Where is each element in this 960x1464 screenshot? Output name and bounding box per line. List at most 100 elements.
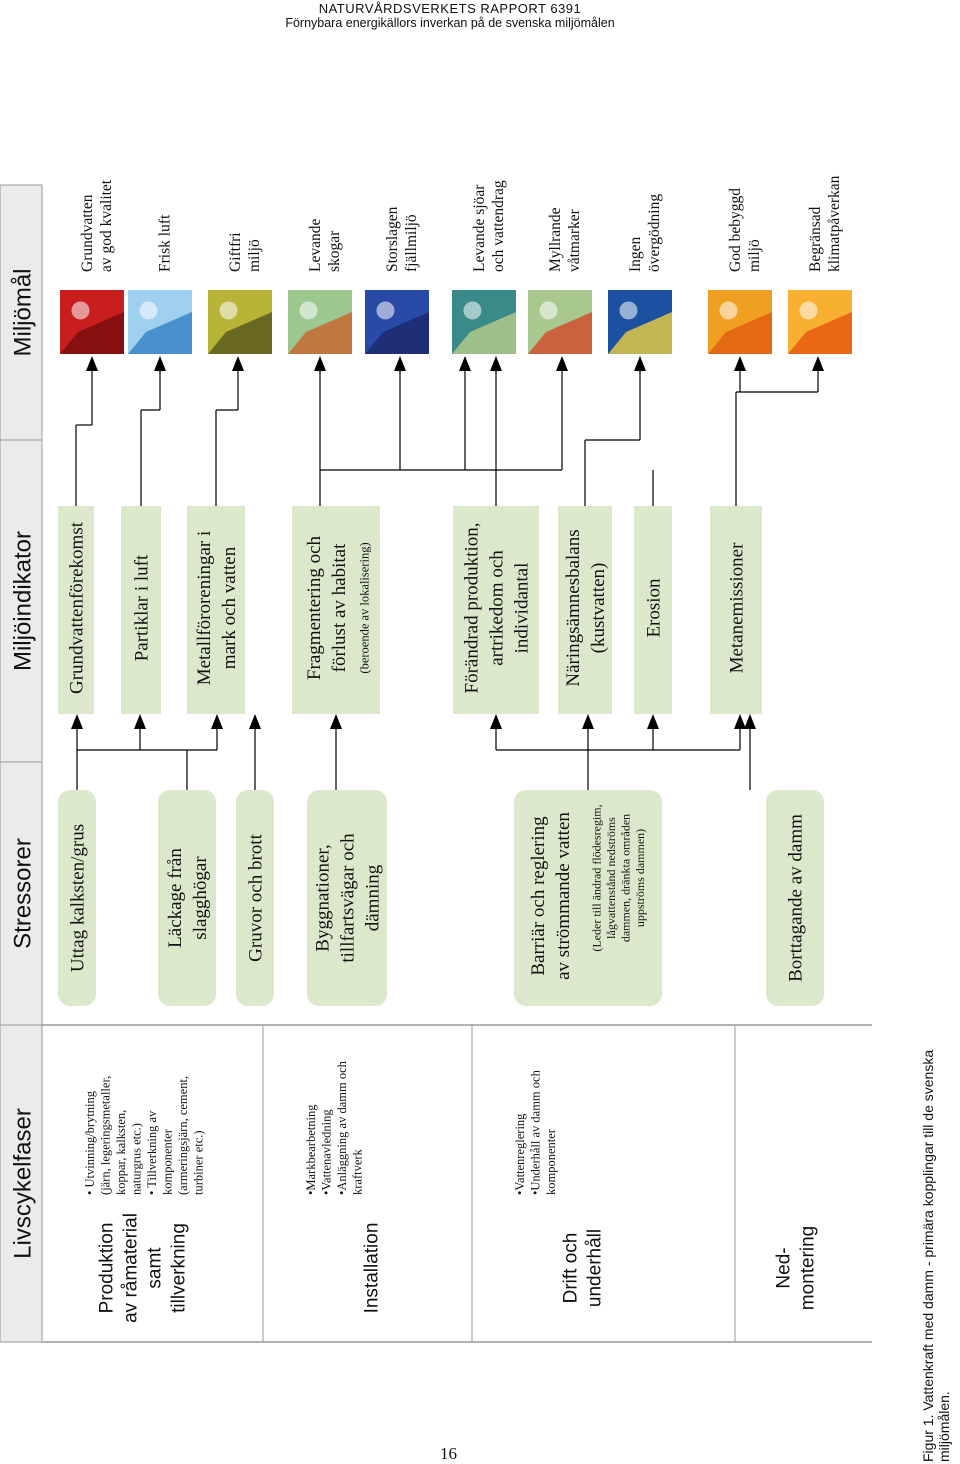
column-header-stressorer-line: Stressorer [9, 838, 36, 949]
stressor-box-3 [236, 790, 274, 1006]
column-header-livscykelfaser-line: Livscykelfaser [9, 1108, 36, 1259]
goal-label-2-line: Frisk luft [156, 214, 173, 272]
phase-detail-line: naturgrus etc.) [130, 1123, 144, 1195]
figure-caption: Figur 1. Vattenkraft med damm - primära … [920, 1049, 952, 1462]
stressor-box-2 [158, 790, 216, 1006]
phase-name-1-line: samt [145, 1247, 166, 1289]
phase-detail-line: turbiner etc.) [192, 1130, 206, 1195]
indicator-label-5-line: Förändrad produktion, [462, 523, 483, 694]
goal-label-2: Frisk luft [156, 214, 173, 272]
indicator-label-2: Partiklar i luft [132, 554, 153, 661]
stressor-sub-5-line: lågvattenstånd nedströms [604, 817, 618, 939]
stressor-box-5 [514, 790, 662, 1006]
phase-detail-line: •Vattenavledning [320, 1109, 334, 1195]
arrowhead [154, 356, 166, 371]
goal-label-5-line: fjällmiljö [403, 214, 420, 272]
goal-label-3-line: miljö [246, 239, 263, 272]
phase-detail-line: •Markbearbetning [304, 1104, 318, 1195]
mountain-icon [365, 290, 429, 354]
column-header-miljomal-line: Miljömål [9, 268, 36, 356]
arrowhead [134, 714, 146, 729]
stressor-label-2-line: Läckage från [165, 848, 186, 948]
stressor-sub-5: (Leder till ändrad flödesregim,lågvatten… [589, 804, 647, 951]
column-header-miljoindikator: Miljöindikator [9, 531, 36, 671]
indicator-label-1-line: Grundvattenförekomst [67, 521, 88, 694]
indicator-box-3 [187, 506, 245, 714]
page-number: 16 [440, 1444, 457, 1463]
phase-detail-line: komponenter [161, 1128, 175, 1195]
groundwater-icon [60, 290, 124, 354]
phase-detail-line: • Utvinning/brytning [83, 1090, 97, 1195]
phase-name-4-line: montering [798, 1226, 819, 1311]
report-header: NATURVÅRDSVERKETS RAPPORT 6391 [318, 1, 582, 16]
column-header-strip [0, 184, 43, 1343]
column-header-stressorer: Stressorer [9, 838, 36, 949]
arrowhead [249, 714, 261, 729]
arrowhead [86, 356, 98, 371]
stressor-label-4-line: tillfartsvägar och [338, 833, 359, 963]
stressor-label-3: Gruvor och brott [246, 833, 267, 961]
goal-label-9-line: miljö [746, 239, 763, 272]
arrowhead [734, 356, 746, 371]
phase-name-4: Ned-montering [774, 1226, 819, 1311]
goal-label-4-line: Levande [307, 219, 324, 272]
stressor-label-2-line: slagghögar [190, 856, 211, 940]
phase-details-1: • Utvinning/brytning(järn, legeringsmeta… [83, 1076, 206, 1195]
indicator-box-1 [58, 506, 94, 714]
forest-icon [288, 290, 352, 354]
arrowhead [71, 714, 83, 729]
figure-caption-area: Figur 1. Vattenkraft med damm - primära … [920, 1022, 960, 1462]
goal-label-8-line: övergödning [646, 194, 663, 272]
stressor-label-4-line: Byggnationer, [313, 844, 334, 951]
column-header-miljomal: Miljömål [9, 268, 36, 356]
arrowhead [232, 356, 244, 371]
indicator-label-6-line: (kustvatten) [588, 563, 609, 654]
indicator-box-8 [710, 506, 762, 714]
phase-name-3-line: Drift och [561, 1233, 582, 1304]
phase-name-2: Installation [362, 1223, 383, 1314]
stressor-box-4 [307, 790, 387, 1006]
stressor-label-6-line: Borttagande av damm [786, 814, 807, 982]
stressor-label-4-line: dämning [363, 864, 384, 931]
phase-name-1-line: tillverkning [169, 1223, 190, 1313]
indicator-label-7: Erosion [644, 578, 665, 638]
goal-label-8-line: Ingen [627, 236, 644, 272]
indicator-label-8-line: Metanemissioner [727, 542, 748, 674]
arrowhead [459, 356, 471, 371]
goal-label-10-line: Begränsad [807, 206, 824, 272]
indicator-sub-4: (beroende av lokalisering) [357, 542, 371, 673]
climate-icon [788, 290, 852, 354]
phase-name-4-line: Ned- [774, 1247, 795, 1288]
report-title: Förnybara energikällors inverkan på de s… [285, 16, 615, 30]
goal-label-3-line: Giftfri [227, 232, 244, 272]
goal-label-6-line: Levande sjöar [471, 184, 488, 272]
phase-detail-line: (järn, legeringsmetaller, [99, 1076, 113, 1195]
arrowhead [490, 714, 502, 729]
arrowhead [634, 356, 646, 371]
goal-label-1-line: Grundvatten [79, 194, 96, 272]
goal-label-7-line: Myllrande [547, 207, 564, 272]
stressor-label-1: Uttag kalksten/grus [68, 824, 89, 972]
stressor-label-1-line: Uttag kalksten/grus [68, 824, 89, 972]
indicator-box-4 [292, 506, 380, 714]
arrowhead [734, 714, 746, 729]
indicator-label-4-line: Fragmentering och [304, 535, 325, 680]
indicator-label-6: Näringsämnesbalans(kustvatten) [563, 529, 609, 686]
goal-label-1-line: av god kvalitet [98, 179, 115, 272]
stressor-label-5-line: av strömmande vatten [553, 812, 574, 980]
indicator-label-3-line: mark och vatten [219, 546, 240, 669]
